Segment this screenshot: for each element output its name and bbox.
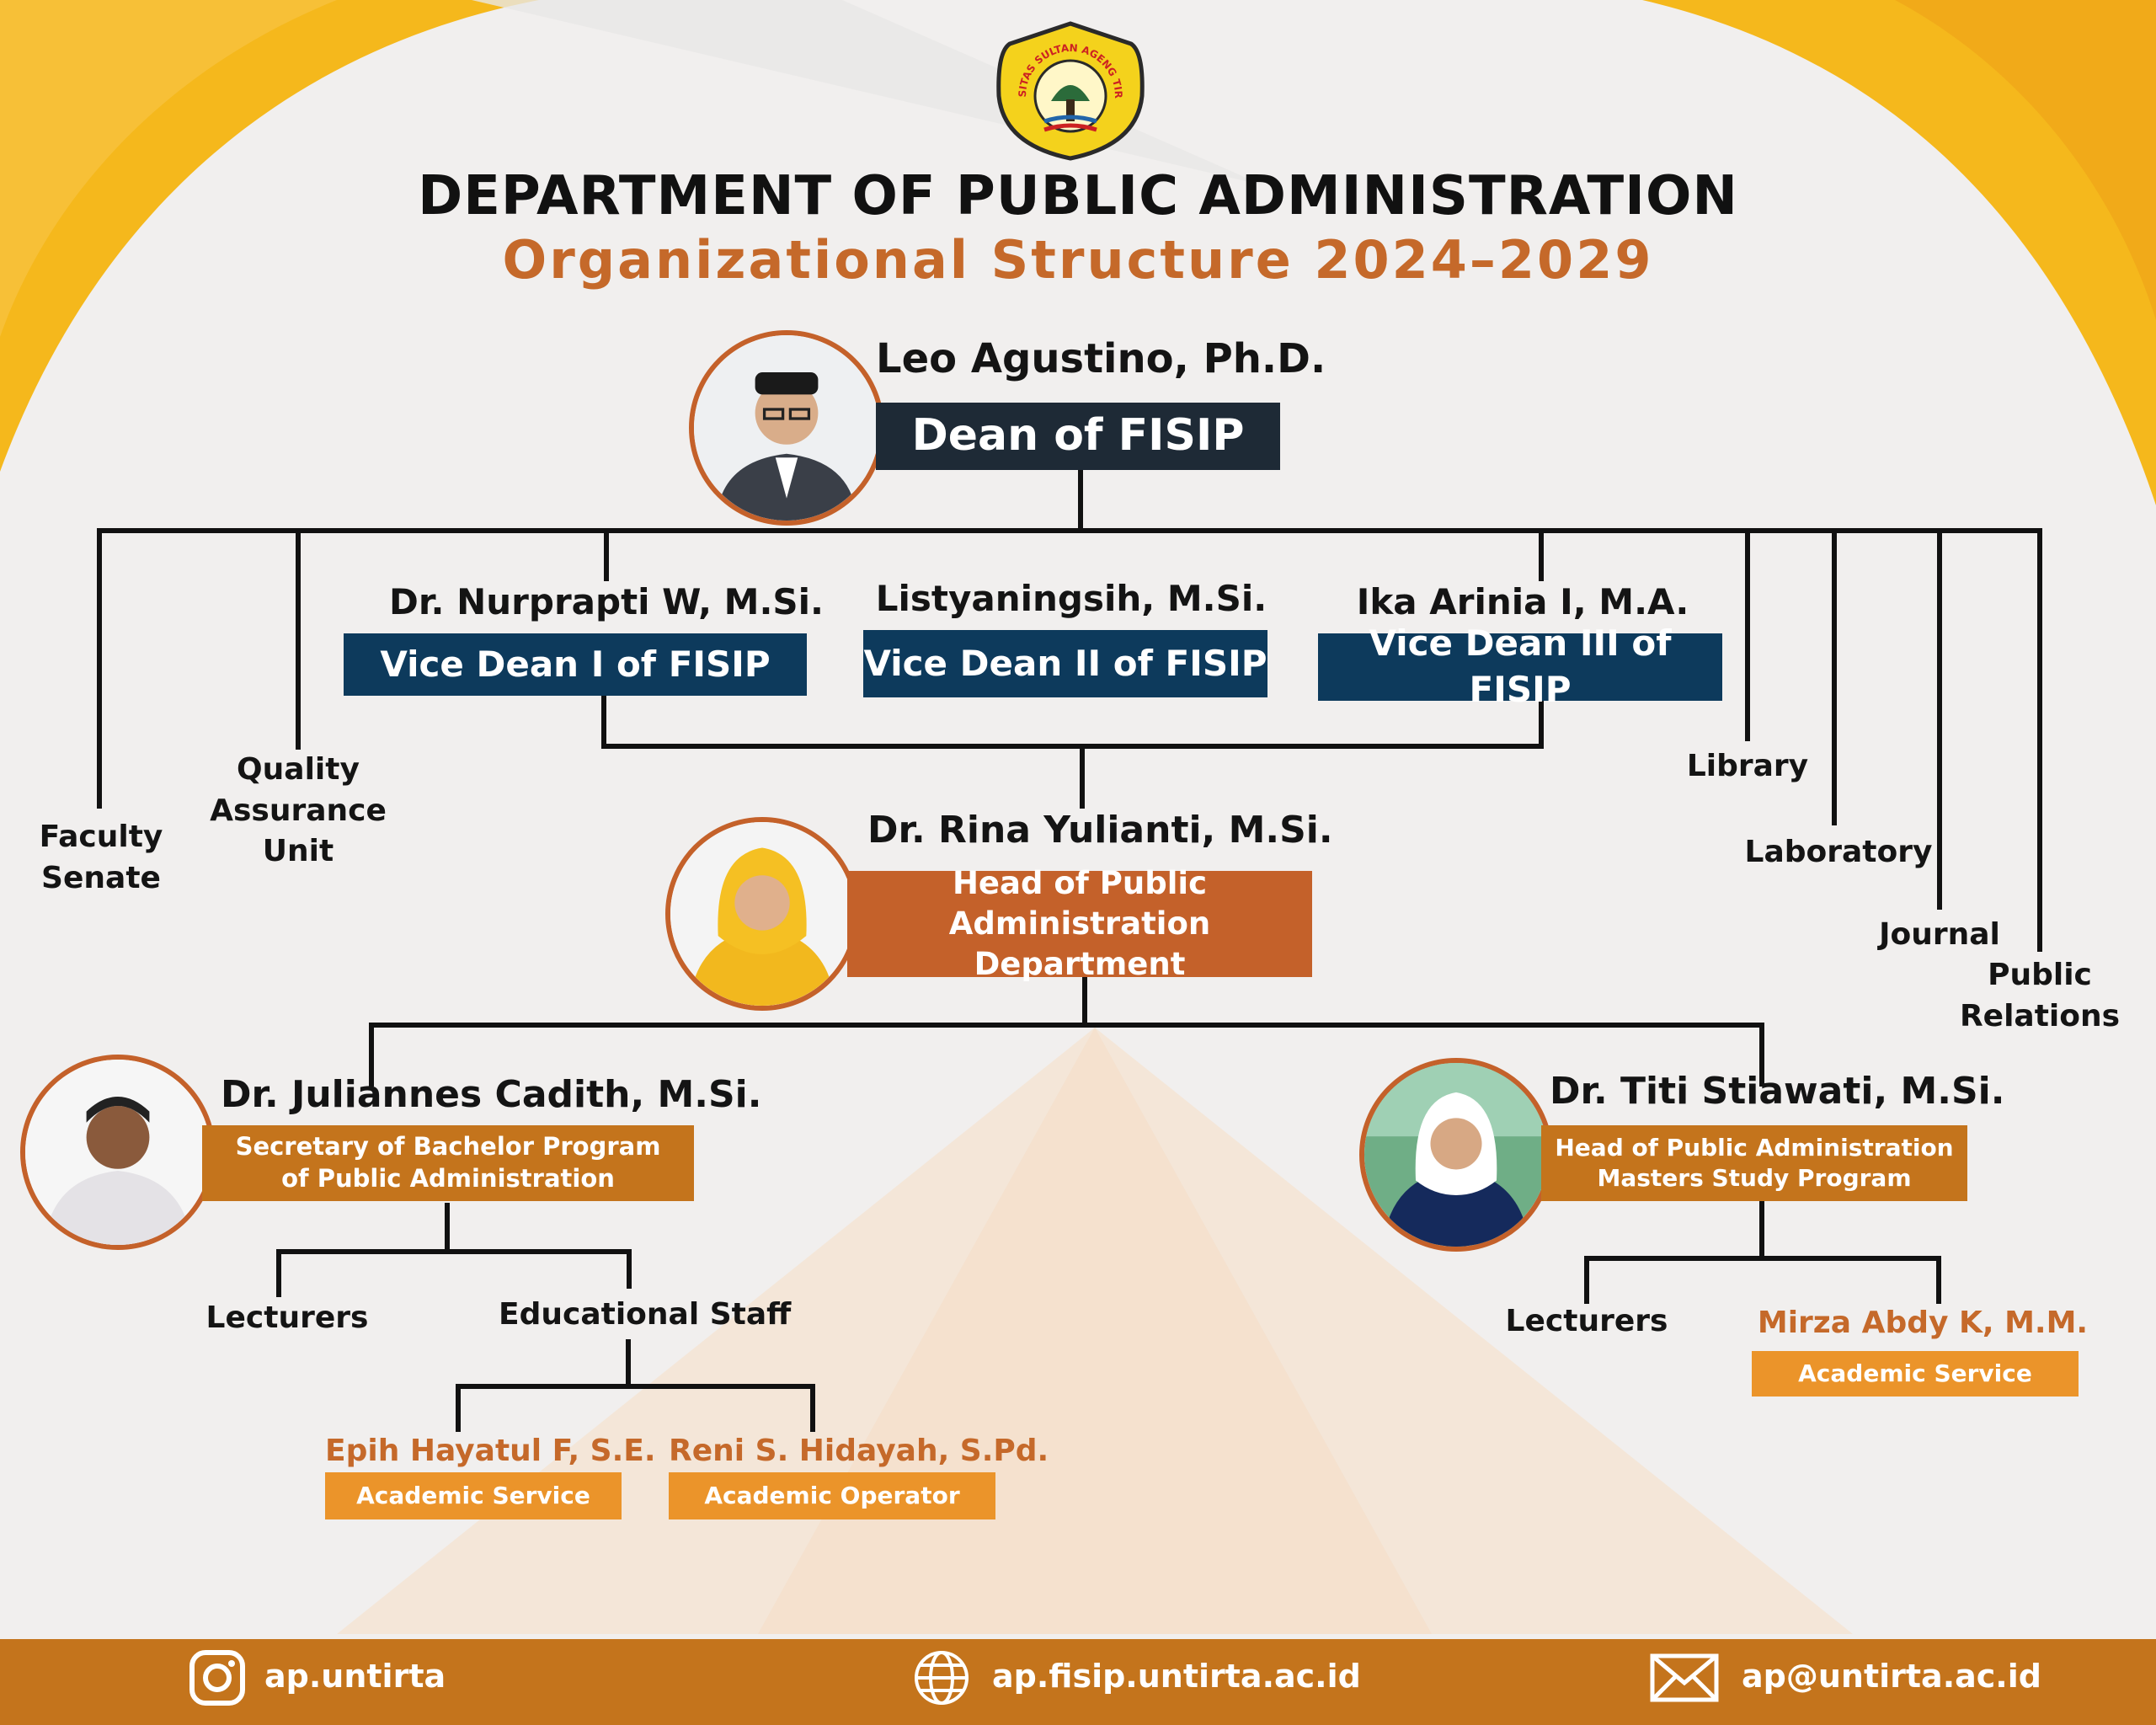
- vice-dean-2-title-box: Vice Dean II of FISIP: [863, 630, 1267, 697]
- staff-2-role-box: Academic Operator: [669, 1472, 995, 1519]
- website-link[interactable]: ap.fisip.untirta.ac.id: [992, 1658, 1361, 1695]
- university-logo: UNIVERSITAS SULTAN AGENG TIRTAYASA: [992, 19, 1145, 161]
- globe-icon[interactable]: [911, 1648, 972, 1708]
- vice-dean-1-name: Dr. Nurprapti W, M.Si.: [388, 581, 825, 622]
- unit-label-line: Assurance: [210, 793, 387, 828]
- staff-2-name: Reni S. Hidayah, S.Pd.: [669, 1434, 1049, 1468]
- secretary-title-line: Secretary of Bachelor Program: [235, 1132, 661, 1162]
- unit-laboratory: Laboratory: [1742, 832, 1935, 873]
- unit-journal: Journal: [1864, 915, 2015, 956]
- staff-3-role-box: Academic Service: [1752, 1351, 2079, 1397]
- masters-head-title-line: Head of Public Administration: [1555, 1133, 1954, 1162]
- email-link[interactable]: ap@untirta.ac.id: [1742, 1658, 2041, 1695]
- footer-bar: [0, 1639, 2156, 1725]
- vice-dean-1-title-box: Vice Dean I of FISIP: [344, 633, 807, 696]
- secretary-title-box: Secretary of Bachelor Program of Public …: [202, 1125, 694, 1201]
- instagram-icon[interactable]: [187, 1648, 248, 1708]
- unit-label-line: Unit: [262, 834, 334, 869]
- unit-label-line: Relations: [1959, 998, 2121, 1033]
- page-subtitle: Organizational Structure 2024–2029: [502, 229, 1654, 291]
- staff-3-name: Mirza Abdy K, M.M.: [1757, 1306, 2089, 1340]
- unit-quality-assurance: Quality Assurance Unit: [205, 750, 391, 873]
- staff-1-role-box: Academic Service: [325, 1472, 622, 1519]
- unit-label-line: Library: [1686, 749, 1809, 783]
- masters-head-title-line: Masters Study Program: [1597, 1164, 1912, 1192]
- head-title-box: Head of Public Administration Department: [847, 865, 1312, 982]
- dean-title-box: Dean of FISIP: [876, 403, 1280, 470]
- educational-staff-label: Educational Staff: [499, 1297, 792, 1332]
- vice-dean-3-name: Ika Arinia I, M.A.: [1356, 581, 1689, 622]
- dean-name: Leo Agustino, Ph.D.: [876, 335, 1326, 382]
- unit-faculty-senate: Faculty Senate: [25, 817, 177, 899]
- head-photo: [665, 817, 859, 1011]
- masters-lecturers-label: Lecturers: [1505, 1304, 1668, 1338]
- email-icon[interactable]: [1649, 1648, 1720, 1708]
- secretary-title-line: of Public Administration: [281, 1164, 615, 1193]
- masters-head-photo: [1359, 1058, 1553, 1252]
- page-title: DEPARTMENT OF PUBLIC ADMINISTRATION: [418, 165, 1738, 227]
- unit-label-line: Quality: [237, 752, 360, 787]
- unit-label-line: Faculty: [39, 820, 163, 854]
- dean-photo: [689, 330, 884, 526]
- vice-dean-3-title-box: Vice Dean III of FISIP: [1318, 622, 1722, 710]
- masters-head-title-box: Head of Public Administration Masters St…: [1541, 1125, 1967, 1201]
- head-title-line: Head of Public: [952, 864, 1208, 901]
- secretary-name: Dr. Juliannes Cadith, M.Si.: [221, 1073, 762, 1116]
- unit-label-line: Senate: [41, 860, 161, 895]
- instagram-handle-link[interactable]: ap.untirta: [264, 1658, 446, 1695]
- vice-dean-2-name: Listyaningsih, M.Si.: [875, 578, 1267, 619]
- masters-head-name: Dr. Titi Stiawati, M.Si.: [1550, 1070, 2005, 1113]
- unit-library: Library: [1663, 746, 1832, 788]
- head-name: Dr. Rina Yulianti, M.Si.: [867, 809, 1333, 852]
- head-title-line: Administration Department: [948, 905, 1211, 983]
- unit-label-line: Journal: [1879, 917, 2000, 952]
- unit-label-line: Laboratory: [1744, 835, 1933, 869]
- secretary-photo: [20, 1055, 216, 1250]
- staff-1-name: Epih Hayatul F, S.E.: [325, 1434, 656, 1468]
- unit-public-relations: Public Relations: [1956, 955, 2124, 1037]
- bachelor-lecturers-label: Lecturers: [205, 1300, 369, 1335]
- unit-label-line: Public: [1988, 958, 2092, 992]
